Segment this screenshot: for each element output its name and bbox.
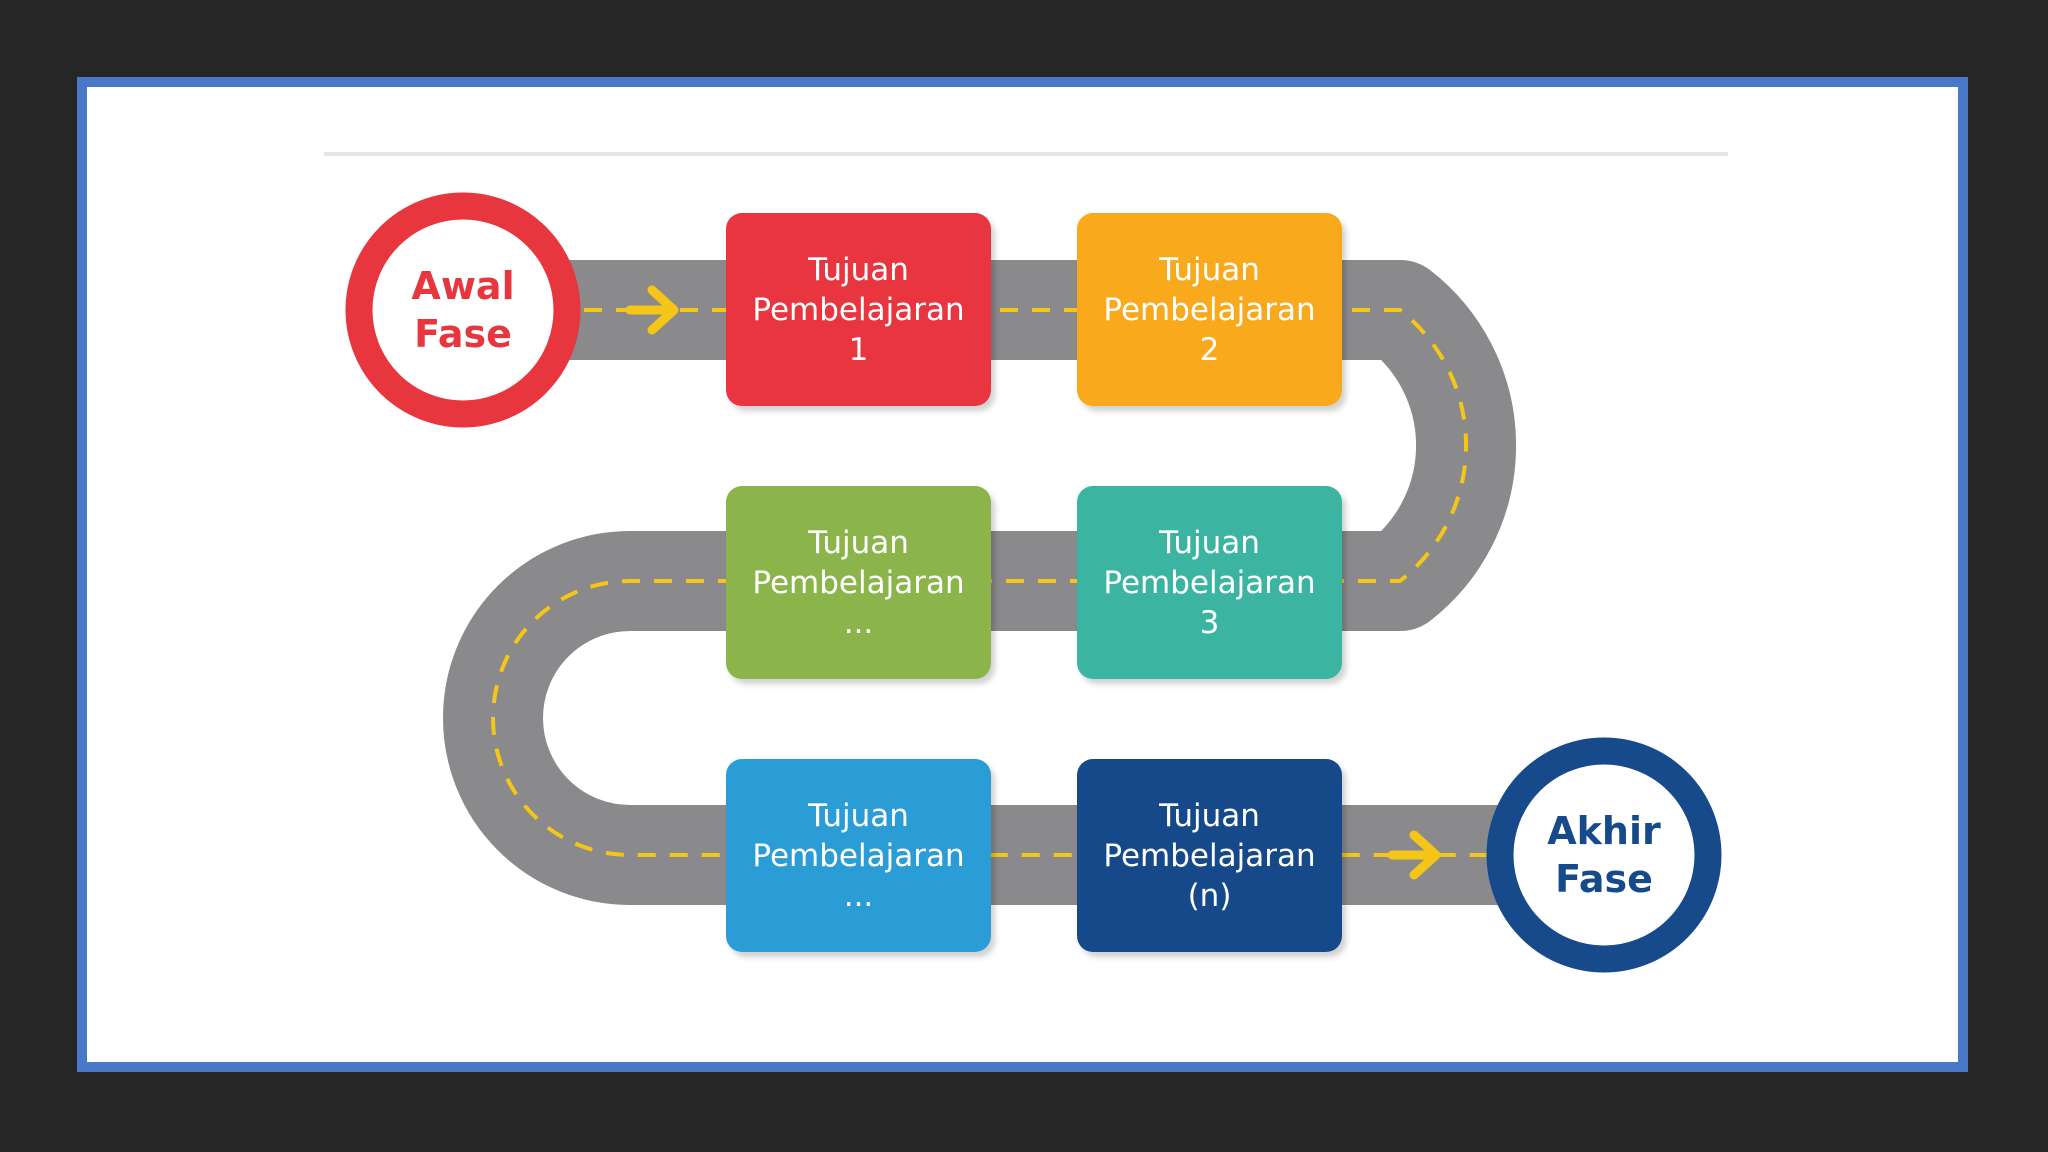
step-subtitle: Pembelajaran: [1103, 564, 1316, 601]
step-title: Tujuan: [808, 251, 909, 288]
step-label-n: Tujuan Pembelajaran (n): [1077, 759, 1342, 952]
step-number: ...: [843, 877, 874, 914]
end-label: Akhir Fase: [1524, 775, 1684, 935]
end-label-line1: Akhir: [1547, 809, 1661, 853]
step-label-ellipsis-b: Tujuan Pembelajaran ...: [726, 759, 991, 952]
step-number: 1: [848, 331, 869, 368]
step-box-ellipsis-a: [726, 486, 991, 679]
road-center-dashes: [491, 308, 1520, 857]
step-title: Tujuan: [808, 797, 909, 834]
step-box-1: [726, 213, 991, 406]
step-subtitle: Pembelajaran: [752, 291, 965, 328]
step-title: Tujuan: [1159, 251, 1260, 288]
step-subtitle: Pembelajaran: [752, 837, 965, 874]
step-box-2: [1077, 213, 1342, 406]
step-box-3: [1077, 486, 1342, 679]
step-number: 3: [1199, 604, 1220, 641]
step-label-ellipsis-a: Tujuan Pembelajaran ...: [726, 486, 991, 679]
step-title: Tujuan: [1159, 524, 1260, 561]
end-label-line2: Fase: [1555, 857, 1653, 901]
end-circle: [1486, 737, 1722, 973]
step-number: 2: [1199, 331, 1220, 368]
start-circle: [345, 192, 581, 428]
step-box-ellipsis-b: [726, 759, 991, 952]
start-label-line1: Awal: [411, 264, 515, 308]
step-title: Tujuan: [1159, 797, 1260, 834]
step-title: Tujuan: [808, 524, 909, 561]
step-number: ...: [843, 604, 874, 641]
start-label: Awal Fase: [383, 230, 543, 390]
arrow-right-icon: [625, 285, 679, 335]
step-label-1: Tujuan Pembelajaran 1: [726, 213, 991, 406]
arrow-right-icon: [1387, 830, 1441, 880]
step-subtitle: Pembelajaran: [1103, 291, 1316, 328]
step-subtitle: Pembelajaran: [1103, 837, 1316, 874]
step-label-2: Tujuan Pembelajaran 2: [1077, 213, 1342, 406]
step-label-3: Tujuan Pembelajaran 3: [1077, 486, 1342, 679]
step-subtitle: Pembelajaran: [752, 564, 965, 601]
step-box-n: [1077, 759, 1342, 952]
start-label-line2: Fase: [414, 312, 512, 356]
step-number: (n): [1187, 877, 1232, 914]
